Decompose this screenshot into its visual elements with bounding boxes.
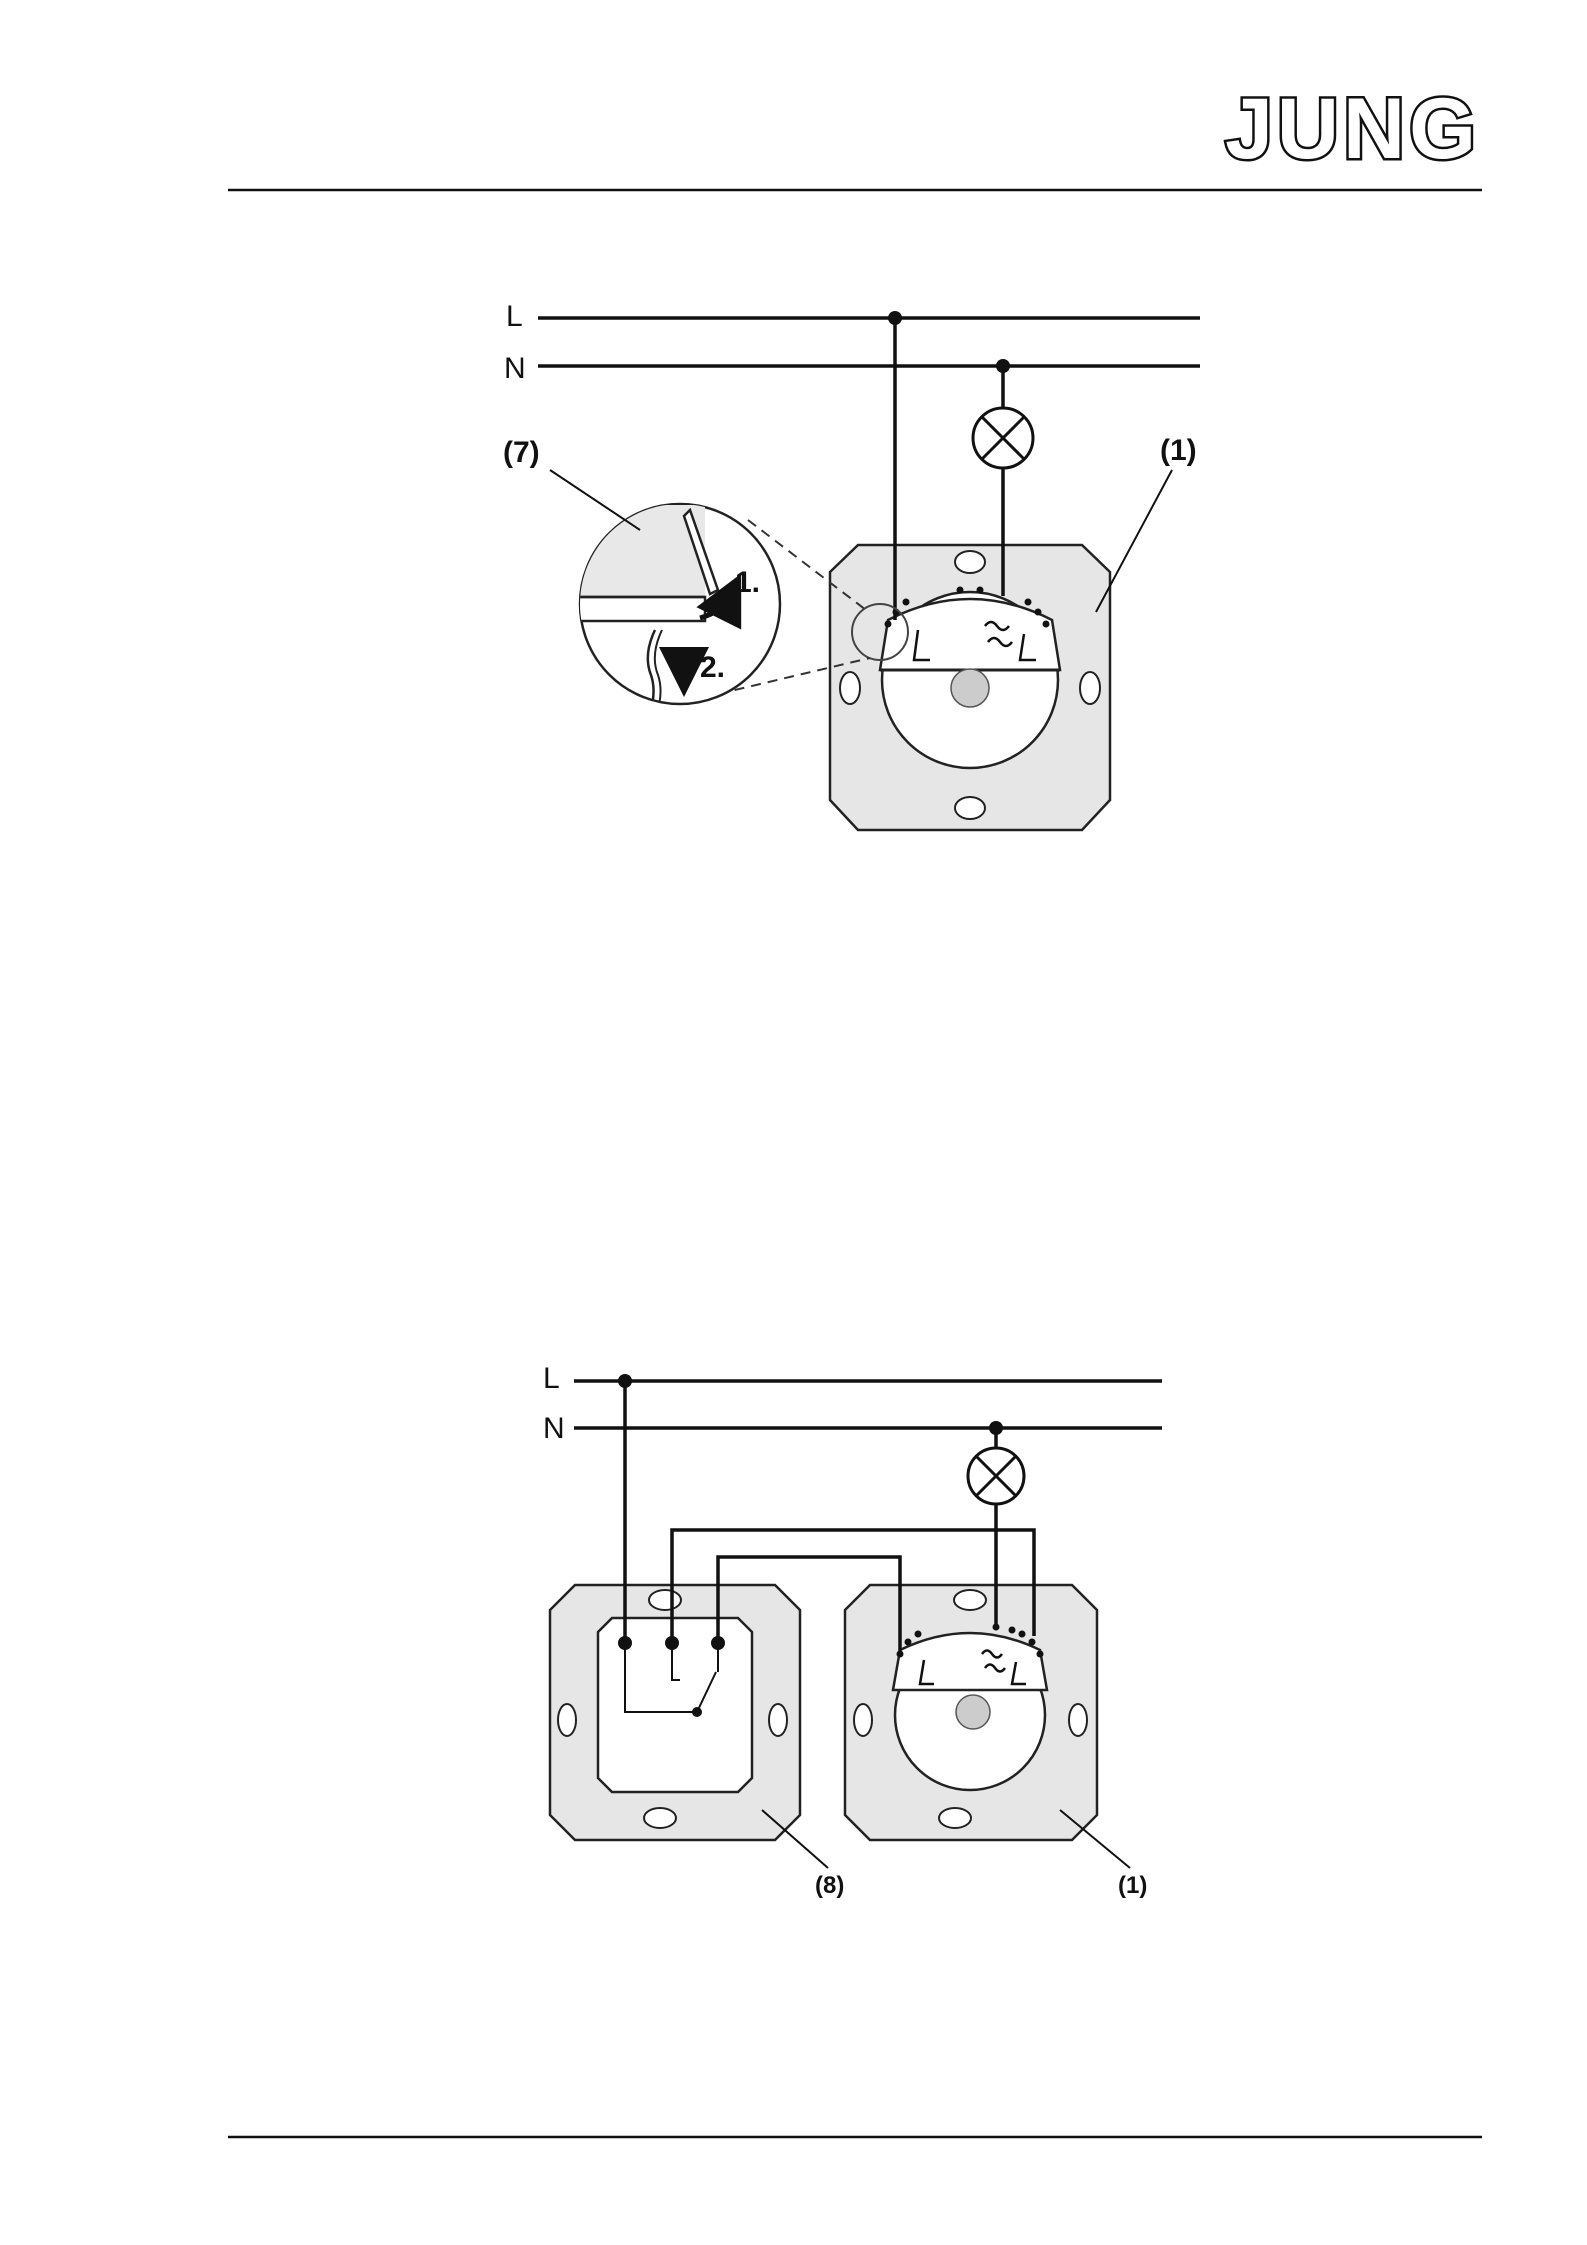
- fig1-screw-slot-top: [955, 551, 985, 573]
- fig2-left-slot-right: [769, 1704, 787, 1736]
- figure-2-wiring-diagram: L N: [543, 1362, 1162, 1899]
- brand-logo: JUNG: [1225, 81, 1480, 177]
- fig1-step-1: 1.: [735, 566, 760, 599]
- figure-1-wiring-diagram: L N: [503, 300, 1200, 830]
- fig1-callout-7: (7): [503, 436, 540, 469]
- fig2-right-slot-right: [1069, 1704, 1087, 1736]
- fig2-left-slot-left: [558, 1704, 576, 1736]
- fig1-label-L: L: [506, 300, 523, 333]
- fig1-step-2: 2.: [700, 651, 725, 684]
- logo-text: JUNG: [1225, 81, 1480, 177]
- fig2-right-slot-left: [854, 1704, 872, 1736]
- fig2-callout-8: (8): [815, 1872, 844, 1899]
- fig2-label-N: N: [543, 1412, 565, 1445]
- fig1-label-N: N: [504, 352, 526, 385]
- fig2-right-slot-top: [954, 1590, 986, 1610]
- fig1-leader-7: [550, 470, 640, 530]
- fig2-lamp-icon: [968, 1448, 1024, 1504]
- fig1-screw-slot-left: [840, 672, 860, 704]
- fig2-left-slot-bottom: [644, 1808, 676, 1828]
- fig2-left-slot-top: [649, 1590, 681, 1610]
- fig1-knob: [951, 669, 989, 707]
- fig2-callout-1: (1): [1118, 1872, 1147, 1899]
- fig1-lamp-icon: [973, 408, 1033, 468]
- fig2-label-L: L: [543, 1362, 560, 1395]
- fig1-zoom-detail: 1. 2.: [575, 504, 780, 715]
- fig1-leader-1: [1096, 470, 1172, 612]
- fig2-knob: [956, 1695, 990, 1729]
- fig1-screw-slot-bottom: [955, 797, 985, 819]
- fig2-right-slot-bottom: [939, 1808, 971, 1828]
- fig1-callout-1: (1): [1160, 434, 1197, 467]
- fig1-screw-slot-right: [1080, 672, 1100, 704]
